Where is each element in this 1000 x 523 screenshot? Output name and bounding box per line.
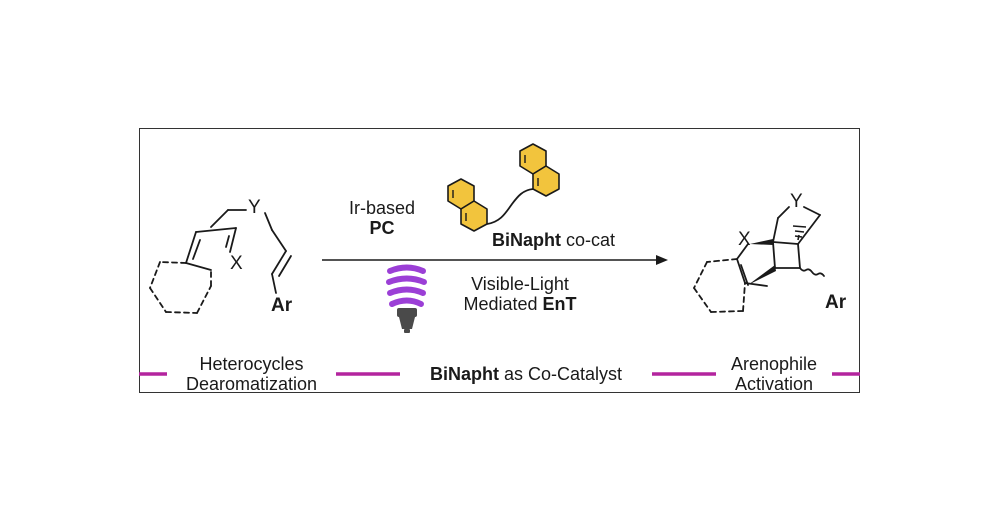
naphthyl-right-ring-b [532, 165, 560, 197]
lightbulb-icon [386, 264, 427, 333]
light-line1: Visible-Light [471, 274, 569, 294]
reaction-arrow [322, 255, 668, 265]
light-conditions-label: Visible-Light Mediated EnT [445, 274, 595, 314]
product-hashes [792, 225, 807, 241]
reactant-structure [149, 209, 292, 314]
footer-right-line2: Activation [734, 374, 814, 394]
footer-right-line1: Arenophile [730, 354, 818, 374]
footer-center-bold: BiNapht [429, 364, 499, 384]
product-atom-x: X [738, 229, 751, 250]
footer-left-line2: Dearomatization [185, 374, 318, 394]
footer-left-line1: Heterocycles [199, 354, 304, 374]
binapht-structure [447, 143, 560, 232]
light-line2-prefix: Mediated [463, 294, 543, 314]
reactant-atom-x: X [230, 253, 243, 274]
product-structure [693, 206, 825, 313]
photocatalyst-line1: Ir-based [348, 198, 416, 218]
cocatalyst-name: BiNapht [492, 230, 561, 250]
reactant-atom-y: Y [248, 197, 261, 218]
naphthyl-left-ring-b [460, 200, 488, 232]
product-group-ar: Ar [825, 292, 847, 313]
cocatalyst-suffix: co-cat [561, 230, 616, 250]
cocatalyst-label: BiNapht co-cat [492, 230, 615, 250]
footer-center-label: BiNapht as Co-Catalyst [400, 364, 652, 384]
light-line2-ent: EnT [542, 294, 577, 314]
footer-center-rest: as Co-Catalyst [498, 364, 623, 384]
footer-right-label: Arenophile Activation [716, 354, 832, 394]
product-atom-y: Y [790, 191, 803, 212]
product-wedges [748, 239, 776, 285]
photocatalyst-line2: PC [369, 218, 395, 238]
reactant-group-ar: Ar [271, 295, 293, 316]
photocatalyst-label: Ir-based PC [327, 198, 437, 238]
footer-left-label: Heterocycles Dearomatization [167, 354, 336, 394]
